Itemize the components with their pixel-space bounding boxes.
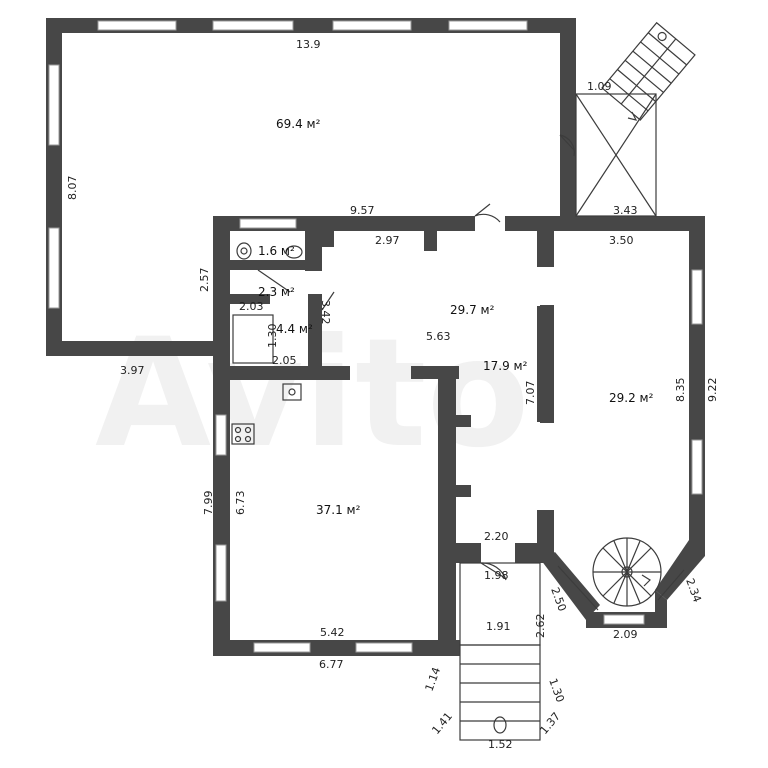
dim-step-left: 1.14 xyxy=(423,666,444,693)
area-labels: 69.4 м² 1.6 м² 2.3 м² 4.4 м² 29.7 м² 17.… xyxy=(258,117,654,517)
dim-door-diag: 3.42 xyxy=(319,300,332,325)
dim-top: 13.9 xyxy=(296,38,321,51)
kitchen-walls xyxy=(213,366,471,656)
dim-right-top: 3.50 xyxy=(609,234,634,247)
dim-corridor-width: 2.20 xyxy=(484,530,509,543)
wc-fixtures xyxy=(232,242,335,364)
dim-bath-bottom: 2.05 xyxy=(272,354,297,367)
dim-hall-bottom: 3.97 xyxy=(120,364,145,377)
dim-bath-top: 2.03 xyxy=(239,300,264,313)
dim-step-bottom: 1.52 xyxy=(488,738,513,751)
dim-mid-top: 9.57 xyxy=(350,204,375,217)
dim-bay-right: 2.34 xyxy=(683,577,704,604)
door-arc xyxy=(474,203,501,223)
dim-living-width: 5.63 xyxy=(426,330,451,343)
dim-stair-top: 1.09 xyxy=(587,80,612,93)
hall-walls xyxy=(46,18,576,356)
dim-bay-bottom: 2.09 xyxy=(613,628,638,641)
area-hall: 69.4 м² xyxy=(276,117,321,131)
area-living: 29.7 м² xyxy=(450,303,495,317)
dim-stair-bottom: 3.43 xyxy=(613,204,638,217)
dim-step-br: 1.37 xyxy=(537,710,563,737)
dim-step-right: 1.30 xyxy=(546,677,567,704)
dim-wc-top: 2.97 xyxy=(375,234,400,247)
stair-landing xyxy=(559,21,696,217)
dim-kitchen-inner: 6.73 xyxy=(234,491,247,516)
area-room-right: 29.2 м² xyxy=(609,391,654,405)
dim-wc-side: 2.57 xyxy=(198,268,211,293)
dim-right-outer: 9.22 xyxy=(706,378,719,403)
dim-porch-height: 1.91 xyxy=(486,620,511,633)
dim-step-bl: 1.41 xyxy=(429,710,455,737)
dim-kitchen-bottom-in: 5.42 xyxy=(320,626,345,639)
dim-porch-side: 2.62 xyxy=(534,614,547,639)
center-column xyxy=(540,305,554,423)
area-bath: 4.4 м² xyxy=(276,322,313,336)
dim-kitchen-bottom-out: 6.77 xyxy=(319,658,344,671)
area-center: 17.9 м² xyxy=(483,359,528,373)
dim-porch-top: 1.98 xyxy=(484,569,509,582)
area-toilet: 1.6 м² xyxy=(258,244,295,258)
dim-left-hall: 8.07 xyxy=(66,176,79,201)
dim-bath-side: 1.30 xyxy=(266,324,279,349)
dim-kitchen-outer: 7.99 xyxy=(202,491,215,516)
dim-center-height: 7.07 xyxy=(524,381,537,406)
porch-walls xyxy=(456,510,554,741)
right-room-walls xyxy=(537,216,705,628)
dim-right-inner: 8.35 xyxy=(674,378,687,403)
area-kitchen: 37.1 м² xyxy=(316,503,361,517)
area-corridor: 2.3 м² xyxy=(258,285,295,299)
